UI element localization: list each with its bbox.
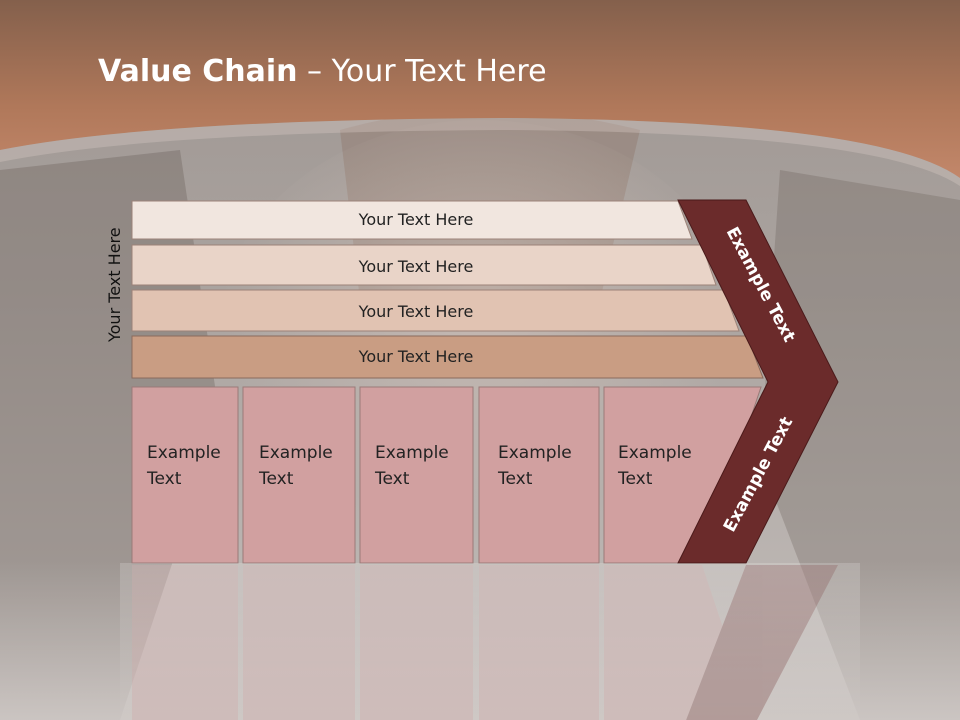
support-bar: Your Text Here [131,200,693,240]
primary-box: Example Text [359,386,474,564]
support-bar-shape [131,289,740,332]
title-rest: – Your Text Here [297,54,547,89]
title-bold: Value Chain [98,54,298,89]
primary-box-line1: Example [498,443,572,463]
primary-box-line2: Text [146,469,182,489]
primary-box-line1: Example [259,443,333,463]
primary-box-line2: Text [258,469,294,489]
support-bar-label: Your Text Here [358,257,474,276]
support-bar: Your Text Here [131,289,740,332]
primary-box: Example Text [242,386,356,564]
primary-box-line1: Example [618,443,692,463]
primary-box: Example Text [131,386,239,564]
primary-box-shape [131,386,239,564]
support-bar: Your Text Here [131,335,764,379]
primary-box-shape [478,386,600,564]
primary-box-shape [359,386,474,564]
support-bar-label: Your Text Here [358,347,474,366]
support-bar-shape [131,200,693,240]
support-bar-shape [131,335,764,379]
primary-box-line2: Text [617,469,653,489]
support-bar-shape [131,244,717,286]
support-bar-label: Your Text Here [358,210,474,229]
support-bar-label: Your Text Here [358,302,474,321]
primary-box-line2: Text [497,469,533,489]
primary-box: Example Text [478,386,600,564]
primary-box-line2: Text [374,469,410,489]
reflection-fade [120,563,860,720]
slide-title: Value Chain – Your Text Here [98,54,547,89]
primary-box-shape [242,386,356,564]
primary-box: Example Text [603,386,762,564]
primary-box-line1: Example [147,443,221,463]
primary-box-line1: Example [375,443,449,463]
support-bar: Your Text Here [131,244,717,286]
